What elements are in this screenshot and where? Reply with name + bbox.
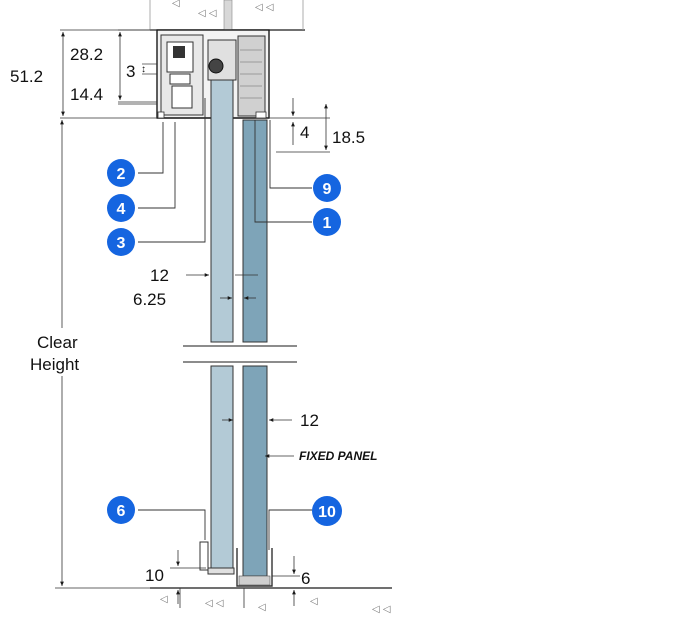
clear-height-label-line2: Height [30, 355, 79, 374]
dim-6: 6 [272, 556, 310, 606]
dim-4-label: 4 [300, 123, 309, 142]
svg-text:4: 4 [117, 201, 126, 218]
floor-guide [199, 541, 235, 575]
dim-18-5-label: 18.5 [332, 128, 365, 147]
dim-4-and-18-5: 4 18.5 [266, 98, 365, 153]
callout-9: 9 [313, 174, 341, 202]
dim-51-2-label: 51.2 [10, 67, 43, 86]
header-track-profile [156, 29, 270, 119]
callout-3: 3 [107, 228, 135, 256]
break-lines [183, 345, 297, 363]
fixed-glass-panel-lower [242, 365, 268, 577]
svg-text:↕: ↕ [141, 64, 146, 75]
svg-text:◁ ◁: ◁ ◁ [255, 2, 274, 13]
svg-text:◁: ◁ [160, 594, 168, 605]
dim-10-label: 10 [145, 566, 164, 585]
floor-channel [236, 548, 273, 587]
leader-lines [138, 98, 312, 550]
dim-clear-height: Clear Height [22, 120, 150, 589]
fixed-panel-label: FIXED PANEL [299, 449, 377, 463]
ceiling-slab: ◁ ◁ ◁ ◁ ◁ [149, 0, 305, 31]
dim-12-lower: 12 [222, 411, 319, 430]
dim-12-lower-label: 12 [300, 411, 319, 430]
dim-14-4-label: 14.4 [70, 85, 103, 104]
dim-28-2-label: 28.2 [70, 45, 103, 64]
sliding-glass-panel-lower [210, 365, 234, 571]
svg-text:3: 3 [117, 235, 126, 252]
svg-text:◁ ◁: ◁ ◁ [205, 598, 224, 609]
dim-6-25-label: 6.25 [133, 290, 166, 309]
dim-3: 3 ↕ [126, 62, 157, 81]
svg-text:◁ ◁: ◁ ◁ [372, 604, 391, 615]
svg-text:◁: ◁ [258, 602, 266, 613]
dim-10: 10 [145, 550, 206, 604]
fixed-panel-note: FIXED PANEL [265, 449, 377, 463]
callout-2: 2 [107, 159, 135, 187]
dim-12-upper-label: 12 [150, 266, 169, 285]
svg-text:◁ ◁: ◁ ◁ [198, 8, 217, 19]
svg-text:1: 1 [323, 215, 332, 232]
svg-text:2: 2 [117, 166, 126, 183]
svg-text:9: 9 [323, 181, 332, 198]
sliding-glass-panel-upper [210, 79, 234, 343]
callout-10: 10 [312, 496, 342, 526]
svg-text:6: 6 [117, 503, 126, 520]
dim-14-4: 14.4 [70, 85, 157, 105]
dim-6-label: 6 [301, 569, 310, 588]
floor-slab: ◁ ◁ ◁ ◁ ◁ ◁ ◁ [160, 588, 391, 615]
dim-28-2: 28.2 [70, 29, 157, 103]
callout-1: 1 [313, 208, 341, 236]
callout-6: 6 [107, 496, 135, 524]
clear-height-label-line1: Clear [37, 333, 78, 352]
dim-panel-gap-upper: 12 6.25 [133, 266, 258, 309]
callout-4: 4 [107, 194, 135, 222]
dim-3-label: 3 [126, 62, 135, 81]
svg-text:◁: ◁ [310, 596, 318, 607]
svg-text:◁: ◁ [172, 0, 180, 9]
svg-text:10: 10 [318, 504, 336, 521]
